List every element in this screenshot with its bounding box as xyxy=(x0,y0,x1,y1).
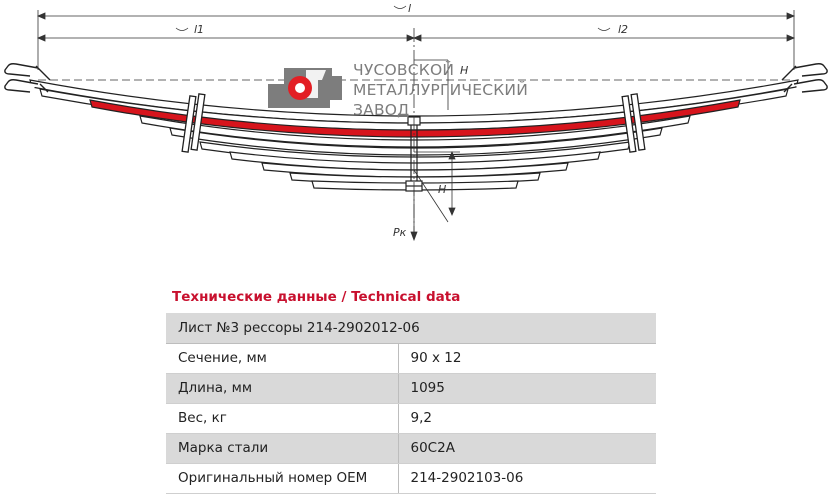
right-rebound-clamp xyxy=(621,93,646,153)
dimension-label-load: Pк xyxy=(393,226,407,239)
row-label: Вес, кг xyxy=(166,403,399,434)
row-value: 90 x 12 xyxy=(398,343,656,374)
technical-data-table: Лист №3 рессоры 214-2902012-06 Сечение, … xyxy=(166,313,656,494)
row-label: Длина, мм xyxy=(166,373,399,404)
row-value: 1095 xyxy=(398,373,656,404)
right-spring-eye xyxy=(781,63,828,93)
dimension-label-height-lower: H xyxy=(438,183,446,196)
dimension-label-left: l1 xyxy=(194,23,204,36)
left-spring-eye xyxy=(4,63,51,93)
brand-name-line-1: ЧУСОВСКОЙ xyxy=(353,60,454,79)
spring-leaves xyxy=(29,79,799,191)
technical-data-title: Технические данные / Technical data xyxy=(172,289,461,305)
row-label: Сечение, мм xyxy=(166,343,399,374)
highlighted-leaf-3 xyxy=(89,99,741,138)
brand-name-line-3: ЗАВОД xyxy=(353,101,409,119)
table-header-row: Лист №3 рессоры 214-2902012-06 xyxy=(166,313,656,344)
row-value: 60С2А xyxy=(398,433,656,464)
dimension-lines xyxy=(36,5,796,242)
spring-leaf xyxy=(139,115,691,148)
table-header-cell: Лист №3 рессоры 214-2902012-06 xyxy=(166,313,656,344)
left-rebound-clamp xyxy=(181,93,206,153)
row-value: 214-2902103-06 xyxy=(398,463,656,494)
dimension-label-right: l2 xyxy=(618,23,628,36)
brand-name-line-2: МЕТАЛЛУРГИЧЕСКИЙ xyxy=(353,80,528,99)
dimension-label-total: l xyxy=(408,2,411,15)
row-label: Оригинальный номер OEM xyxy=(166,463,399,494)
brand-logo: ЧУСОВСКОЙ МЕТАЛЛУРГИЧЕСКИЙ ЗАВОД xyxy=(268,60,528,119)
row-value: 9,2 xyxy=(398,403,656,434)
leaf-spring-drawing: l l1 l2 H H Pк ЧУСОВСКОЙ МЕТАЛЛУРГИЧЕСКИ… xyxy=(4,2,828,242)
dimension-label-height-upper: H xyxy=(460,64,468,77)
spring-leaf xyxy=(169,127,663,156)
row-label: Марка стали xyxy=(166,433,399,464)
